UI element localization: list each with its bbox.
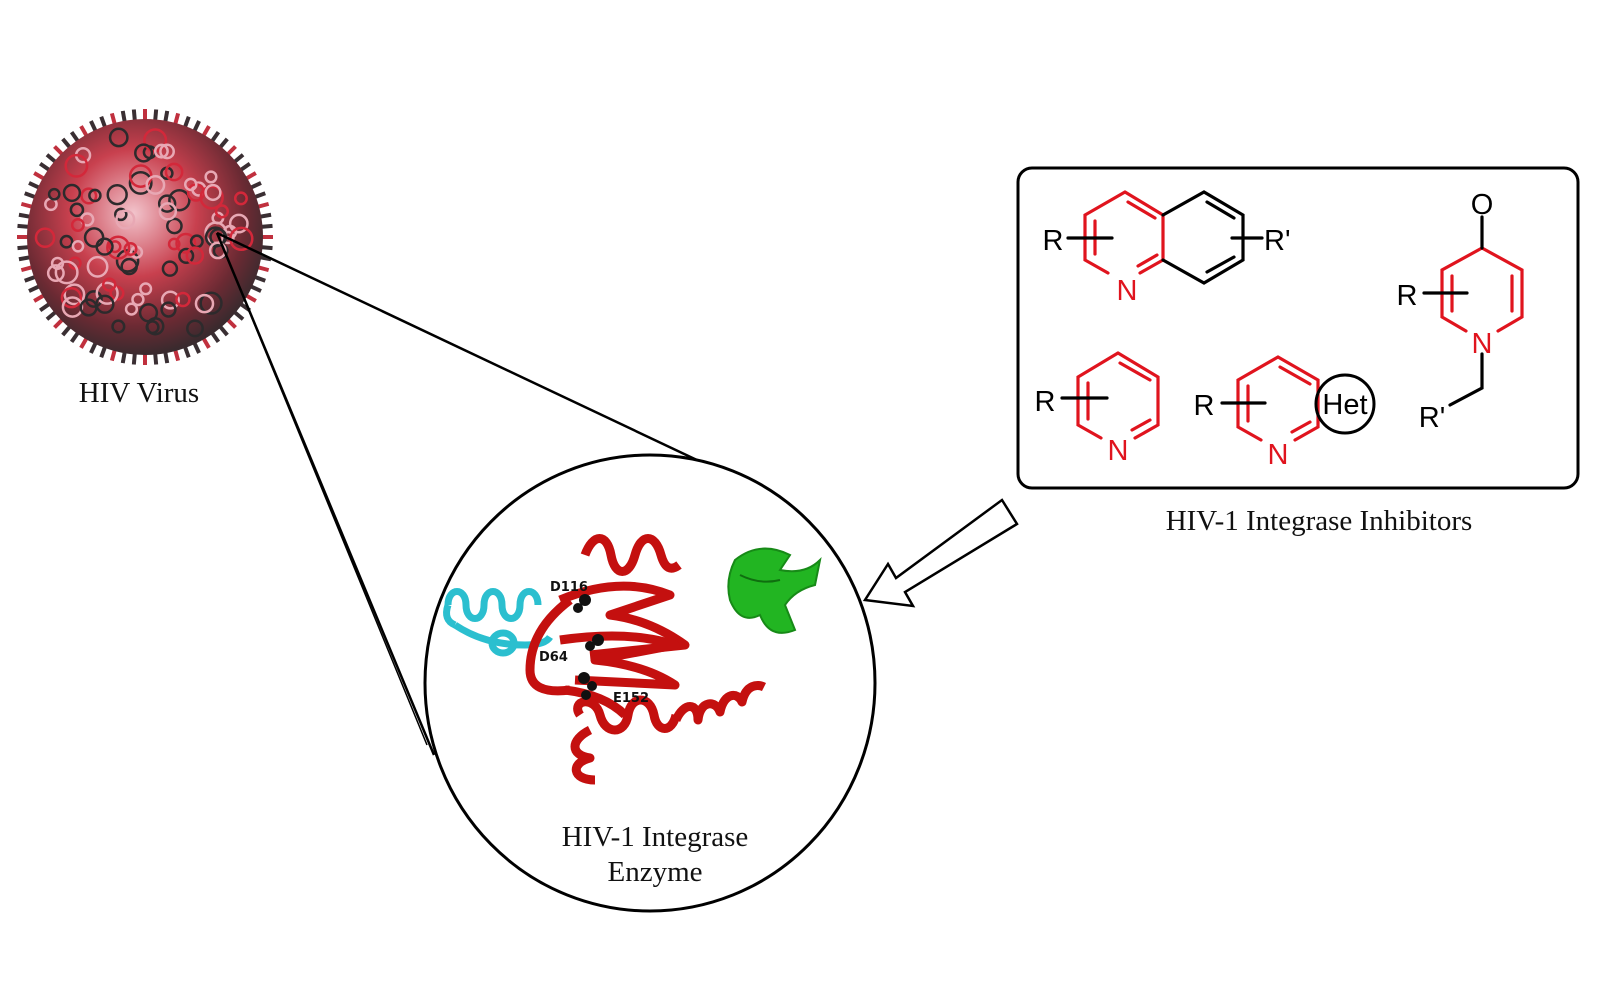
enzyme-label-line2: Enzyme	[607, 856, 702, 888]
virus-label: HIV Virus	[79, 377, 199, 409]
inhibitors-label: HIV-1 Integrase Inhibitors	[1166, 505, 1473, 537]
virus-surface-proteins	[34, 127, 254, 338]
residue-label-e152: E152	[613, 691, 649, 706]
virus-surface-knob	[108, 127, 129, 148]
virus-surface-knob	[102, 277, 117, 292]
virus-surface-knob	[80, 187, 98, 205]
virus-surface-knob	[69, 202, 85, 218]
virus-surface-knob	[168, 188, 191, 212]
virus-surface-knob	[183, 177, 198, 192]
virus-surface-knob	[138, 303, 159, 323]
carbonyl-oxygen: O	[1471, 189, 1494, 221]
virus-surface-knob	[166, 217, 183, 235]
virus-surface-knob	[199, 185, 224, 210]
virus-surface-knob	[153, 143, 169, 159]
hollow-arrow-icon	[862, 498, 1019, 608]
virus-surface-knob	[175, 291, 191, 308]
het-pyridine-nitrogen: N	[1268, 439, 1289, 471]
virus-surface-knob	[111, 319, 126, 334]
virus-surface-knob	[60, 287, 83, 309]
het-label: Het	[1322, 389, 1367, 421]
quinoline-r-prime-group: R'	[1264, 225, 1290, 257]
pyridine-scaffold: N R	[1035, 351, 1160, 467]
active-site-residues	[573, 594, 604, 700]
virus-surface-knob	[123, 241, 138, 256]
pyridine-nitrogen: N	[1108, 435, 1129, 467]
virus-surface-knob	[108, 240, 122, 254]
zoom-line-shadow	[216, 232, 428, 746]
quinoline-nitrogen: N	[1117, 275, 1138, 307]
virus-surface-knob	[175, 232, 197, 254]
virus-surface-knob	[161, 260, 179, 277]
virus-surface-knob	[167, 237, 181, 251]
virus-surface-knob	[204, 183, 222, 202]
virus-surface-knob	[134, 143, 154, 163]
virus-surface-knob	[158, 202, 178, 221]
fused-het-pyridine-scaffold: N R Het	[1194, 355, 1376, 471]
virus-surface-knob	[62, 183, 82, 203]
virus-surface-knob	[228, 213, 249, 234]
heterocycle-ring	[1314, 373, 1376, 435]
virus-surface-knob	[214, 204, 229, 219]
quinoline-scaffold: N R R'	[1043, 190, 1290, 307]
virus-surface-knob	[145, 175, 166, 195]
pyridinone-r-prime-group: R'	[1419, 402, 1445, 434]
het-pyridine-r-group: R	[1194, 390, 1215, 422]
hiv-virus-image	[17, 109, 273, 365]
virus-surface-knob	[54, 260, 79, 285]
virus-surface-knob	[71, 240, 85, 253]
virus-surface-knob	[178, 247, 195, 264]
virus-surface-knob	[194, 293, 215, 314]
virus-surface-knob	[47, 187, 61, 201]
virus-surface-knob	[115, 209, 136, 230]
zoom-line-top	[216, 231, 736, 480]
virus-surface-knob	[164, 162, 184, 182]
virus-surface-knob	[160, 290, 180, 310]
virus-surface-knob	[124, 302, 139, 316]
pyridinone-nitrogen: N	[1472, 328, 1493, 360]
virus-surface-knob	[199, 291, 223, 315]
catalytic-core-domain-red	[525, 534, 767, 785]
virus-surface-knob	[185, 246, 205, 265]
quinoline-r-group: R	[1043, 225, 1064, 257]
virus-surface-knob	[59, 234, 74, 249]
pyridinone-scaffold: O N R R'	[1397, 189, 1524, 434]
n-terminal-domain-cyan	[443, 588, 553, 657]
virus-surface-knob	[106, 183, 128, 206]
virus-surface-knob	[114, 207, 128, 222]
virus-surface-knob	[34, 227, 56, 249]
virus-surface-knob	[128, 170, 153, 195]
virus-surface-knob	[159, 143, 175, 160]
virus-surface-knob	[46, 264, 65, 282]
virus-surface-knob	[63, 283, 86, 306]
residue-label-d116: D116	[550, 580, 588, 595]
virus-surface-knob	[186, 319, 204, 338]
virus-surface-knob	[86, 255, 109, 278]
c-terminal-domain-green	[727, 547, 822, 634]
virus-surface-knob	[139, 282, 153, 296]
integrase-protein-structure	[443, 534, 822, 785]
virus-surface-knob	[50, 256, 65, 270]
virus-surface-knob	[95, 237, 114, 256]
virus-surface-knob	[64, 153, 89, 178]
virus-surface-knob	[70, 218, 85, 232]
virus-surface-knob	[79, 298, 98, 317]
virus-surface-knob	[95, 281, 119, 305]
pyridinone-r-group: R	[1397, 280, 1418, 312]
virus-surface-knob	[160, 301, 177, 318]
virus-surface-knob	[88, 188, 102, 203]
virus-surface-knob	[204, 170, 218, 184]
virus-surface-knob	[233, 191, 248, 206]
enzyme-label-line1: HIV-1 Integrase	[562, 821, 749, 853]
virus-surface-knob	[131, 292, 145, 307]
virus-surface-knob	[120, 257, 138, 276]
virus-surface-knob	[83, 227, 105, 248]
virus-surface-knob	[157, 194, 177, 213]
residue-label-d64: D64	[539, 650, 568, 665]
virus-surface-knob	[106, 235, 131, 260]
pyridine-r-group: R	[1035, 386, 1056, 418]
